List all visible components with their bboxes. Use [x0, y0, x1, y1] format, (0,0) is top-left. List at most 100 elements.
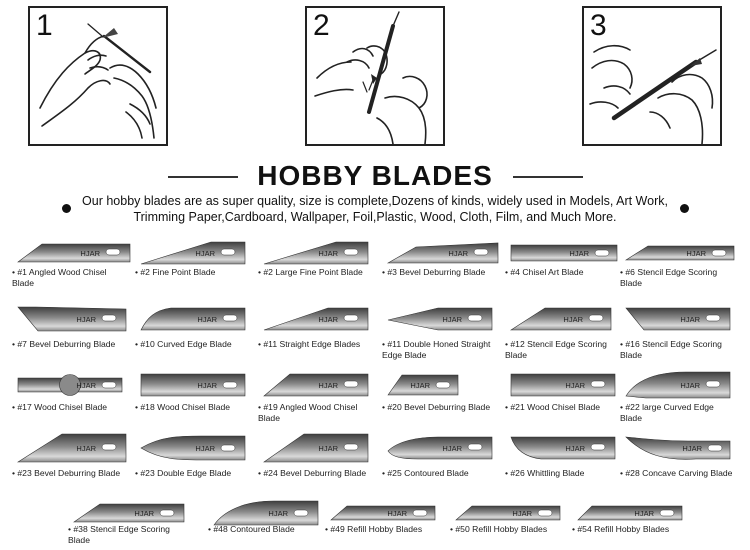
title-divider-right [513, 176, 583, 178]
blade-caption: • #1 Angled Wood Chisel Blade [12, 267, 107, 288]
blade-illustration: HJAR [625, 436, 731, 460]
brand-mark: HJAR [569, 249, 589, 258]
blade-illustration: HJAR [577, 505, 683, 521]
blade-item: HJAR [263, 433, 369, 463]
hands-hold-knife-illustration [589, 44, 717, 144]
blade-mount-slot [659, 509, 675, 517]
blade-caption: • #11 Double Honed Straight Edge Blade [382, 339, 491, 360]
blade-illustration: HJAR [213, 500, 319, 526]
blade-mount-slot [594, 249, 610, 257]
blade-caption: • #24 Bevel Deburring Blade [258, 468, 367, 478]
brand-mark: HJAR [442, 315, 462, 324]
blade-item: HJAR [510, 244, 618, 262]
step-number: 2 [313, 9, 330, 42]
blade-item: HJAR [140, 435, 246, 461]
bullet-dot-left [62, 204, 71, 213]
blade-mount-slot [590, 443, 606, 451]
hands-insert-blade-illustration [39, 23, 157, 139]
blade-body [140, 241, 246, 265]
blade-illustration: HJAR [140, 241, 246, 265]
blade-body [387, 307, 493, 331]
brand-mark: HJAR [682, 444, 702, 453]
brand-mark: HJAR [318, 444, 338, 453]
page-title: HOBBY BLADES [257, 160, 493, 191]
blade-item: HJAR [73, 503, 185, 523]
blade-caption: • #23 Double Edge Blade [135, 468, 232, 478]
blade-mount-slot [105, 248, 121, 256]
blade-caption: • #49 Refill Hobby Blades [325, 524, 423, 534]
blade-illustration: HJAR [387, 436, 493, 460]
blade-caption: • #23 Bevel Deburring Blade [12, 468, 121, 478]
blade-item: HJAR [17, 243, 131, 263]
step-panel-1: 1 [28, 6, 168, 146]
blade-caption: • #7 Bevel Deburring Blade [12, 339, 116, 349]
blade-body [624, 245, 735, 261]
blade-body [625, 307, 731, 331]
blade-illustration: HJAR [330, 505, 436, 521]
blade-item: HJAR [140, 241, 246, 265]
blade-mount-slot [159, 509, 175, 517]
blade-item: HJAR [625, 307, 731, 331]
blade-caption: • #17 Wood Chisel Blade [12, 402, 108, 412]
brand-mark: HJAR [268, 509, 288, 518]
blade-illustration: HJAR [509, 307, 612, 331]
blade-hub [59, 374, 81, 396]
blade-item: HJAR [625, 371, 731, 399]
blade-body [140, 307, 246, 331]
blade-mount-slot [343, 443, 359, 451]
blade-caption: • #2 Large Fine Point Blade [258, 267, 363, 277]
blade-caption: • #50 Refill Hobby Blades [450, 524, 548, 534]
blade-mount-slot [467, 314, 483, 322]
brand-mark: HJAR [680, 315, 700, 324]
blade-body [509, 307, 612, 331]
brand-mark: HJAR [134, 509, 154, 518]
blade-body [213, 500, 319, 526]
brand-mark: HJAR [512, 509, 532, 518]
brand-mark: HJAR [318, 249, 338, 258]
step-number: 1 [36, 9, 53, 42]
blade-illustration: HJAR [140, 373, 246, 397]
blade-item: HJAR [625, 433, 731, 463]
blade-illustration: HJAR [17, 374, 123, 396]
blade-illustration: HJAR [73, 503, 185, 523]
blade-illustration: HJAR [17, 306, 127, 332]
blade-item: HJAR [140, 373, 246, 397]
blade-body [455, 505, 561, 521]
blade-mount-slot [101, 381, 117, 389]
blade-item: HJAR [263, 307, 369, 331]
blade-illustration: HJAR [510, 373, 616, 397]
brand-mark: HJAR [197, 381, 217, 390]
blade-illustration: HJAR [263, 433, 369, 463]
blade-body [140, 373, 246, 397]
blade-illustration: HJAR [17, 243, 131, 263]
blade-illustration: HJAR [263, 307, 369, 331]
blade-item: HJAR [510, 373, 616, 397]
blade-caption: • #12 Stencil Edge Scoring Blade [505, 339, 607, 360]
blade-caption: • #10 Curved Edge Blade [135, 339, 232, 349]
blade-item: HJAR [16, 433, 127, 463]
brand-mark: HJAR [80, 249, 100, 258]
blade-illustration: HJAR [386, 242, 499, 264]
blade-illustration: HJAR [263, 241, 369, 265]
blade-item: HJAR [17, 374, 123, 396]
blade-body [625, 371, 731, 399]
brand-mark: HJAR [387, 509, 407, 518]
blade-mount-slot [705, 314, 721, 322]
blade-illustration: HJAR [16, 433, 127, 463]
brand-mark: HJAR [410, 381, 430, 390]
blade-mount-slot [711, 249, 727, 257]
blade-item: HJAR [624, 245, 735, 261]
blade-body [510, 373, 616, 397]
blade-mount-slot [412, 509, 428, 517]
blade-caption: • #2 Fine Point Blade [135, 267, 216, 277]
blade-item: HJAR [263, 241, 369, 265]
blade-mount-slot [220, 444, 236, 452]
blade-body [17, 306, 127, 332]
brand-mark: HJAR [448, 249, 468, 258]
title-divider-left [168, 176, 238, 178]
blade-item: HJAR [387, 307, 493, 331]
blade-item: HJAR [510, 436, 616, 460]
blade-mount-slot [343, 248, 359, 256]
blade-illustration: HJAR [387, 374, 459, 396]
blade-illustration: HJAR [455, 505, 561, 521]
